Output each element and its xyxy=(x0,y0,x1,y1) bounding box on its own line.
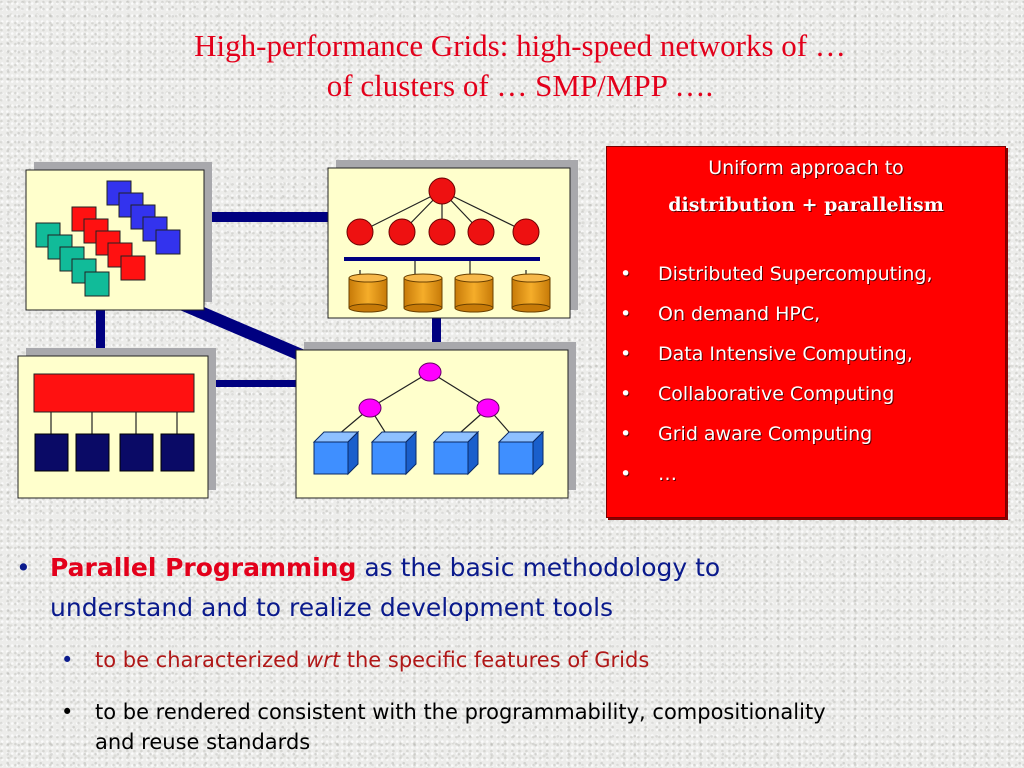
network-links xyxy=(96,212,441,387)
sub-bullet-1: to be characterized wrt the specific fea… xyxy=(95,648,650,672)
storage-cylinders xyxy=(348,273,551,313)
sub-bullet-marker: • xyxy=(61,648,74,672)
sub-bullet-marker: • xyxy=(61,700,74,724)
approach-subheading: distribution + parallelism xyxy=(668,194,944,216)
cube-tree-panel xyxy=(295,342,576,499)
list-item: •Distributed Supercomputing, xyxy=(620,263,933,285)
main-bullet: Parallel Programming as the basic method… xyxy=(50,553,721,622)
process-grid-panel xyxy=(25,162,212,311)
sub-bullet-2: to be rendered consistent with the progr… xyxy=(95,700,826,754)
tree-cluster-panel xyxy=(327,160,578,319)
bus-cluster-panel xyxy=(17,348,216,499)
list-item: •Collaborative Computing xyxy=(620,383,895,405)
list-item: •On demand HPC, xyxy=(620,303,821,325)
list-item: •Grid aware Computing xyxy=(620,423,873,445)
bullet-marker: • xyxy=(16,553,31,582)
approach-heading: Uniform approach to xyxy=(708,157,904,179)
cube-tree-icon xyxy=(312,362,545,476)
list-item: •Data Intensive Computing, xyxy=(620,343,913,365)
approach-box: Uniform approach to distribution + paral… xyxy=(606,146,1006,518)
title-line-1: High-performance Grids: high-speed netwo… xyxy=(194,28,846,63)
slide-title: High-performance Grids: high-speed netwo… xyxy=(0,26,1024,106)
approach-list: •Distributed Supercomputing, •On demand … xyxy=(607,259,998,499)
bus-cluster-icon xyxy=(33,373,195,472)
highlight-text: Parallel Programming xyxy=(50,553,357,582)
title-line-2: of clusters of … SMP/MPP …. xyxy=(326,68,714,103)
grid-architecture-diagram xyxy=(17,160,578,499)
tree-cluster-icon xyxy=(344,177,551,313)
process-grid-icon xyxy=(35,180,181,297)
list-item: •… xyxy=(620,463,677,485)
